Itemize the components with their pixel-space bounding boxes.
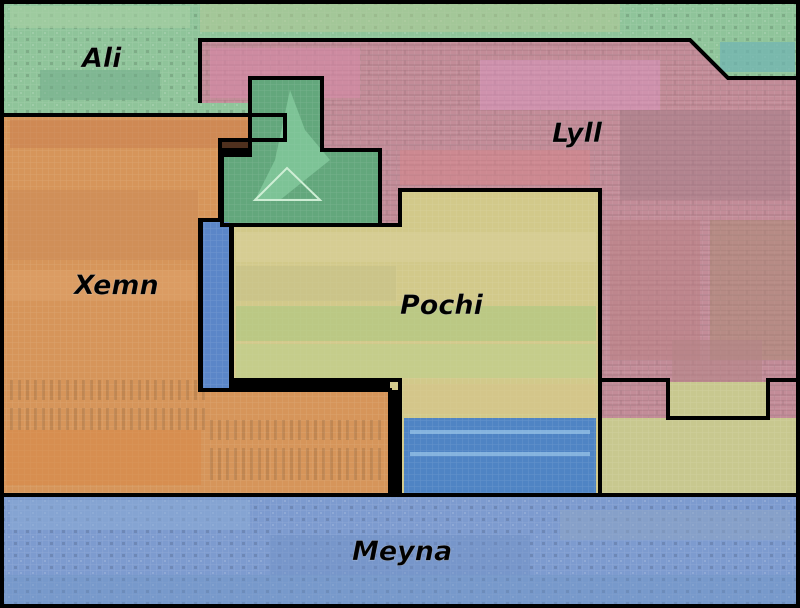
label-pochi: Pochi bbox=[400, 290, 484, 321]
region-meyna[interactable] bbox=[0, 495, 800, 608]
label-meyna: Meyna bbox=[352, 536, 452, 567]
region-lyll[interactable] bbox=[200, 40, 800, 418]
label-lyll: Lyll bbox=[552, 118, 603, 149]
water-channel bbox=[203, 222, 229, 388]
lower-right-area bbox=[600, 382, 800, 495]
label-ali: Ali bbox=[80, 43, 122, 74]
label-xemn: Xemn bbox=[72, 270, 159, 301]
region-xemn[interactable] bbox=[0, 115, 390, 495]
lower-pool bbox=[404, 418, 596, 493]
